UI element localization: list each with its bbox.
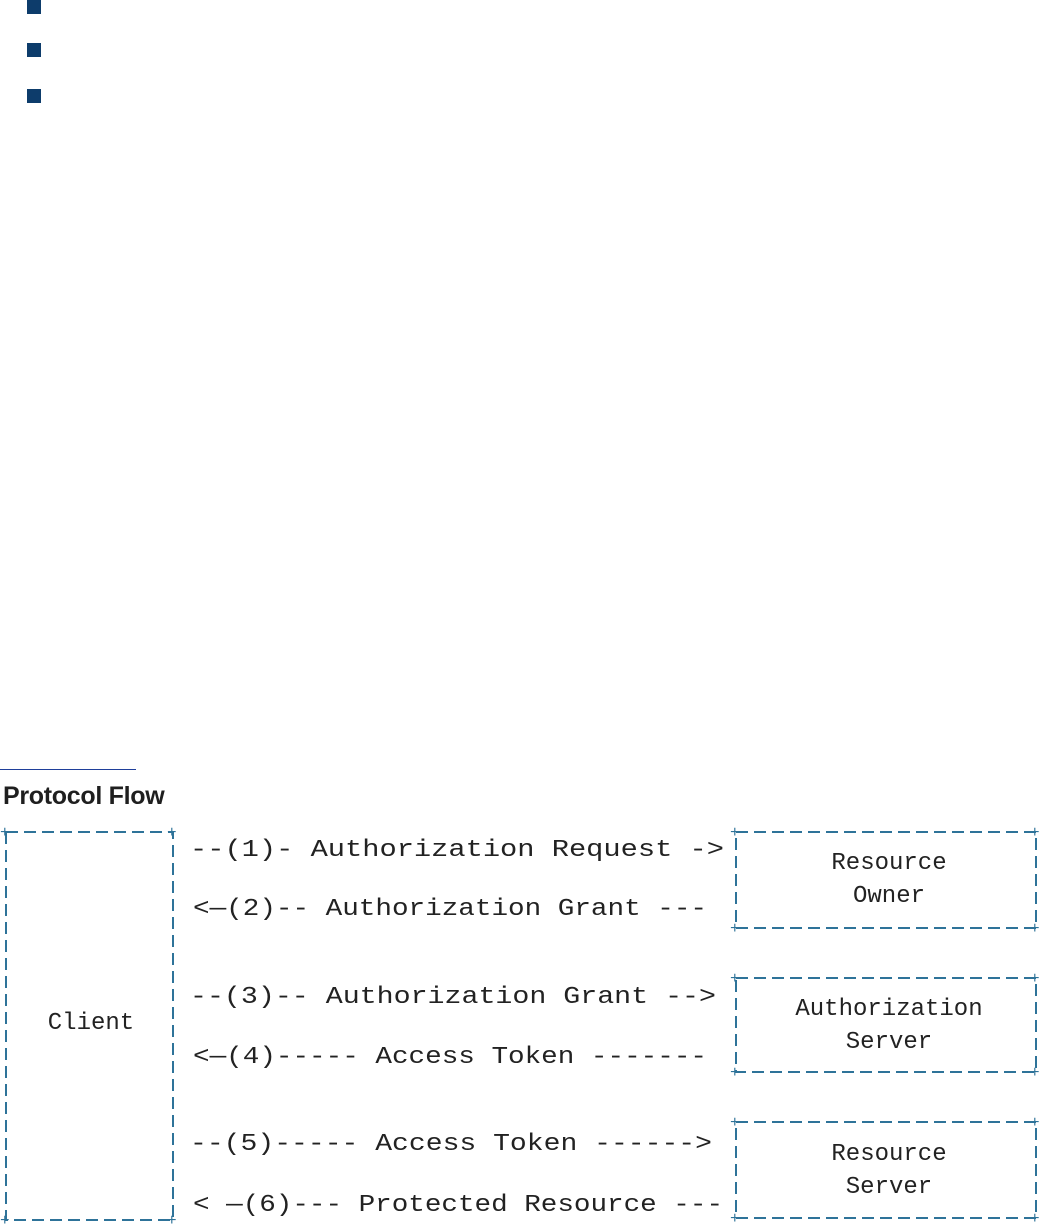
square-bullet-icon: [27, 0, 41, 14]
resource-owner-box: + + + + Resource Owner: [730, 824, 1040, 938]
svg-text:+: +: [730, 1064, 740, 1082]
flow-step-5-access-token: --(5)----- Access Token ------>: [190, 1131, 712, 1158]
svg-text:+: +: [730, 824, 740, 842]
authorization-server-box: + + + + Authorization Server: [730, 970, 1040, 1082]
flow-step-4-access-token: <—(4)----- Access Token -------: [193, 1044, 707, 1071]
authorization-server-label-line1: Authorization: [795, 996, 982, 1023]
resource-owner-label-line1: Resource: [831, 850, 946, 877]
square-bullet-icon: [27, 43, 41, 57]
client-box: + + + + Client: [0, 824, 177, 1228]
svg-text:+: +: [1030, 970, 1040, 988]
svg-text:+: +: [0, 824, 10, 842]
flow-step-2-authorization-grant: <—(2)-- Authorization Grant ---: [193, 896, 707, 923]
svg-text:+: +: [167, 1212, 177, 1228]
flow-arrows: --(1)- Authorization Request -> <—(2)-- …: [190, 837, 724, 1219]
svg-text:+: +: [730, 920, 740, 938]
resource-server-label-line1: Resource: [831, 1141, 946, 1168]
svg-text:+: +: [1030, 1210, 1040, 1228]
link-underline: [0, 769, 136, 770]
svg-text:+: +: [730, 1114, 740, 1132]
protocol-flow-diagram: + + + + Client + + + + Resource Owner + …: [0, 824, 1040, 1228]
authorization-server-label-line2: Server: [846, 1029, 932, 1056]
svg-text:+: +: [0, 1212, 10, 1228]
svg-text:+: +: [1030, 920, 1040, 938]
svg-text:+: +: [730, 970, 740, 988]
flow-step-6-protected-resource: < —(6)--- Protected Resource ---: [193, 1192, 723, 1219]
resource-server-label-line2: Server: [846, 1174, 932, 1201]
resource-server-box: + + + + Resource Server: [730, 1114, 1040, 1228]
section-title: Protocol Flow: [3, 782, 165, 810]
svg-text:+: +: [167, 824, 177, 842]
flow-step-3-authorization-grant: --(3)-- Authorization Grant -->: [190, 984, 716, 1011]
svg-text:+: +: [730, 1210, 740, 1228]
resource-owner-label-line2: Owner: [853, 883, 925, 910]
square-bullet-icon: [27, 89, 41, 103]
svg-text:+: +: [1030, 824, 1040, 842]
flow-step-1-authorization-request: --(1)- Authorization Request ->: [190, 837, 724, 864]
svg-text:+: +: [1030, 1114, 1040, 1132]
svg-text:+: +: [1030, 1064, 1040, 1082]
client-label: Client: [48, 1010, 134, 1037]
